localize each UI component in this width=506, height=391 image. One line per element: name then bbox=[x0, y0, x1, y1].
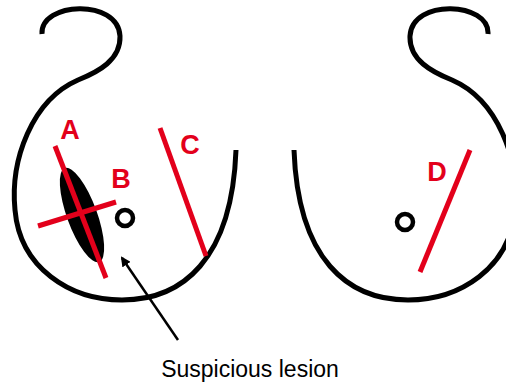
incision-line bbox=[420, 150, 470, 272]
callout-letter: C bbox=[180, 132, 200, 159]
incision-line bbox=[160, 128, 206, 256]
breast-outline bbox=[14, 9, 236, 300]
right-breast bbox=[294, 9, 506, 300]
callout-letter: D bbox=[427, 159, 447, 186]
nipple bbox=[117, 210, 133, 226]
callout-letter: B bbox=[111, 166, 131, 193]
lesion-label: Suspicious lesion bbox=[161, 358, 339, 381]
nipple bbox=[397, 214, 413, 230]
incision-line bbox=[38, 202, 116, 226]
callout-letter: A bbox=[60, 117, 80, 144]
breast-outline bbox=[294, 9, 506, 300]
left-breast bbox=[14, 9, 236, 300]
incision-lines bbox=[38, 128, 470, 278]
leader-arrow bbox=[122, 258, 178, 340]
